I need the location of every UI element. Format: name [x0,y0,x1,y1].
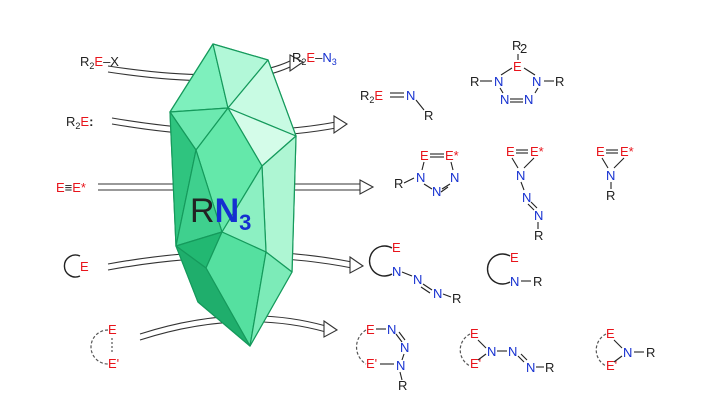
svg-text:E: E [420,148,429,163]
reagent-label: RN3 [190,192,251,235]
svg-text:N: N [416,170,425,185]
svg-text:R: R [398,378,407,393]
product-azirine: E E* N R [596,144,634,203]
svg-text:R: R [534,228,543,243]
product-ring-amine-ee: E E' N R [595,326,655,373]
svg-text:E: E [470,326,479,341]
svg-text:N: N [396,358,405,373]
svg-text:N: N [516,168,525,183]
product-ring-triazene: E N N N R [368,240,461,306]
svg-text:E: E [392,240,401,255]
svg-text:N: N [524,92,533,107]
svg-text:N: N [450,170,459,185]
svg-text:N: N [406,88,415,103]
svg-text:N: N [522,190,531,205]
svg-text:N: N [387,322,396,337]
svg-text:N: N [500,92,509,107]
arrow-row2-head [333,115,349,135]
input-r2e-carbene: R2E: [66,114,93,131]
svg-text:N: N [606,168,615,183]
azide-crystal [169,43,297,347]
svg-text:E*: E* [445,148,459,163]
arrow-row5-head [323,319,339,338]
svg-text:N: N [432,184,441,199]
svg-text:N: N [413,272,422,287]
product-tetrazole: R 2 E N N N N R R [470,38,564,107]
product-ring-triazene-ee: E E' N N N R [459,326,554,375]
arrow-row1-head [289,54,305,73]
svg-text:R: R [533,274,542,289]
svg-text:N: N [487,344,496,359]
svg-text:N: N [532,74,541,89]
input-ring-e: E [63,254,89,278]
svg-text:R: R [555,74,564,89]
svg-text:R2E: R2E [360,88,383,105]
product-azirine-triazene: E E* N N N R [506,144,544,243]
svg-text:E': E' [108,356,119,371]
svg-text:N: N [508,344,517,359]
product-azide: R2E–N3 [292,50,337,67]
svg-text:E: E [513,59,522,74]
input-ring-ee: E E' [90,322,119,371]
product-imine: R2E N R [360,88,433,123]
arrow-row4-head [349,255,365,274]
svg-text:E*: E* [530,144,544,159]
svg-text:N: N [494,74,503,89]
svg-text:E: E [366,322,375,337]
input-r2ex: R2E–X [80,54,119,71]
svg-text:E': E' [606,358,617,373]
svg-text:N: N [534,208,543,223]
svg-text:N: N [526,360,535,375]
svg-text:R: R [424,108,433,123]
svg-text:R: R [545,360,554,375]
svg-text:N: N [433,286,442,301]
svg-text:E: E [606,326,615,341]
product-triazole: E E* N N N R [394,148,459,199]
product-ring-tetrazine: E N N N E' R [356,322,409,393]
svg-text:E: E [510,250,519,265]
svg-text:E*: E* [620,144,634,159]
svg-text:N: N [510,274,519,289]
svg-text:R: R [606,188,615,203]
product-ring-amine: E N R [486,250,542,289]
svg-text:2: 2 [520,41,527,56]
svg-text:R: R [470,74,479,89]
svg-text:N: N [623,345,632,360]
svg-text:E: E [596,144,605,159]
svg-text:E': E' [366,356,377,371]
svg-text:R: R [452,291,461,306]
svg-text:E: E [506,144,515,159]
svg-text:N: N [400,340,409,355]
svg-text:E: E [80,259,89,274]
svg-text:R: R [646,345,655,360]
svg-text:R: R [512,38,521,53]
svg-text:N: N [392,264,401,279]
input-triple-bond: E≡E* [56,180,86,195]
svg-text:E: E [108,322,117,337]
svg-text:R: R [394,176,403,191]
arrow-row3-head [359,179,375,195]
svg-text:E': E' [470,356,481,371]
